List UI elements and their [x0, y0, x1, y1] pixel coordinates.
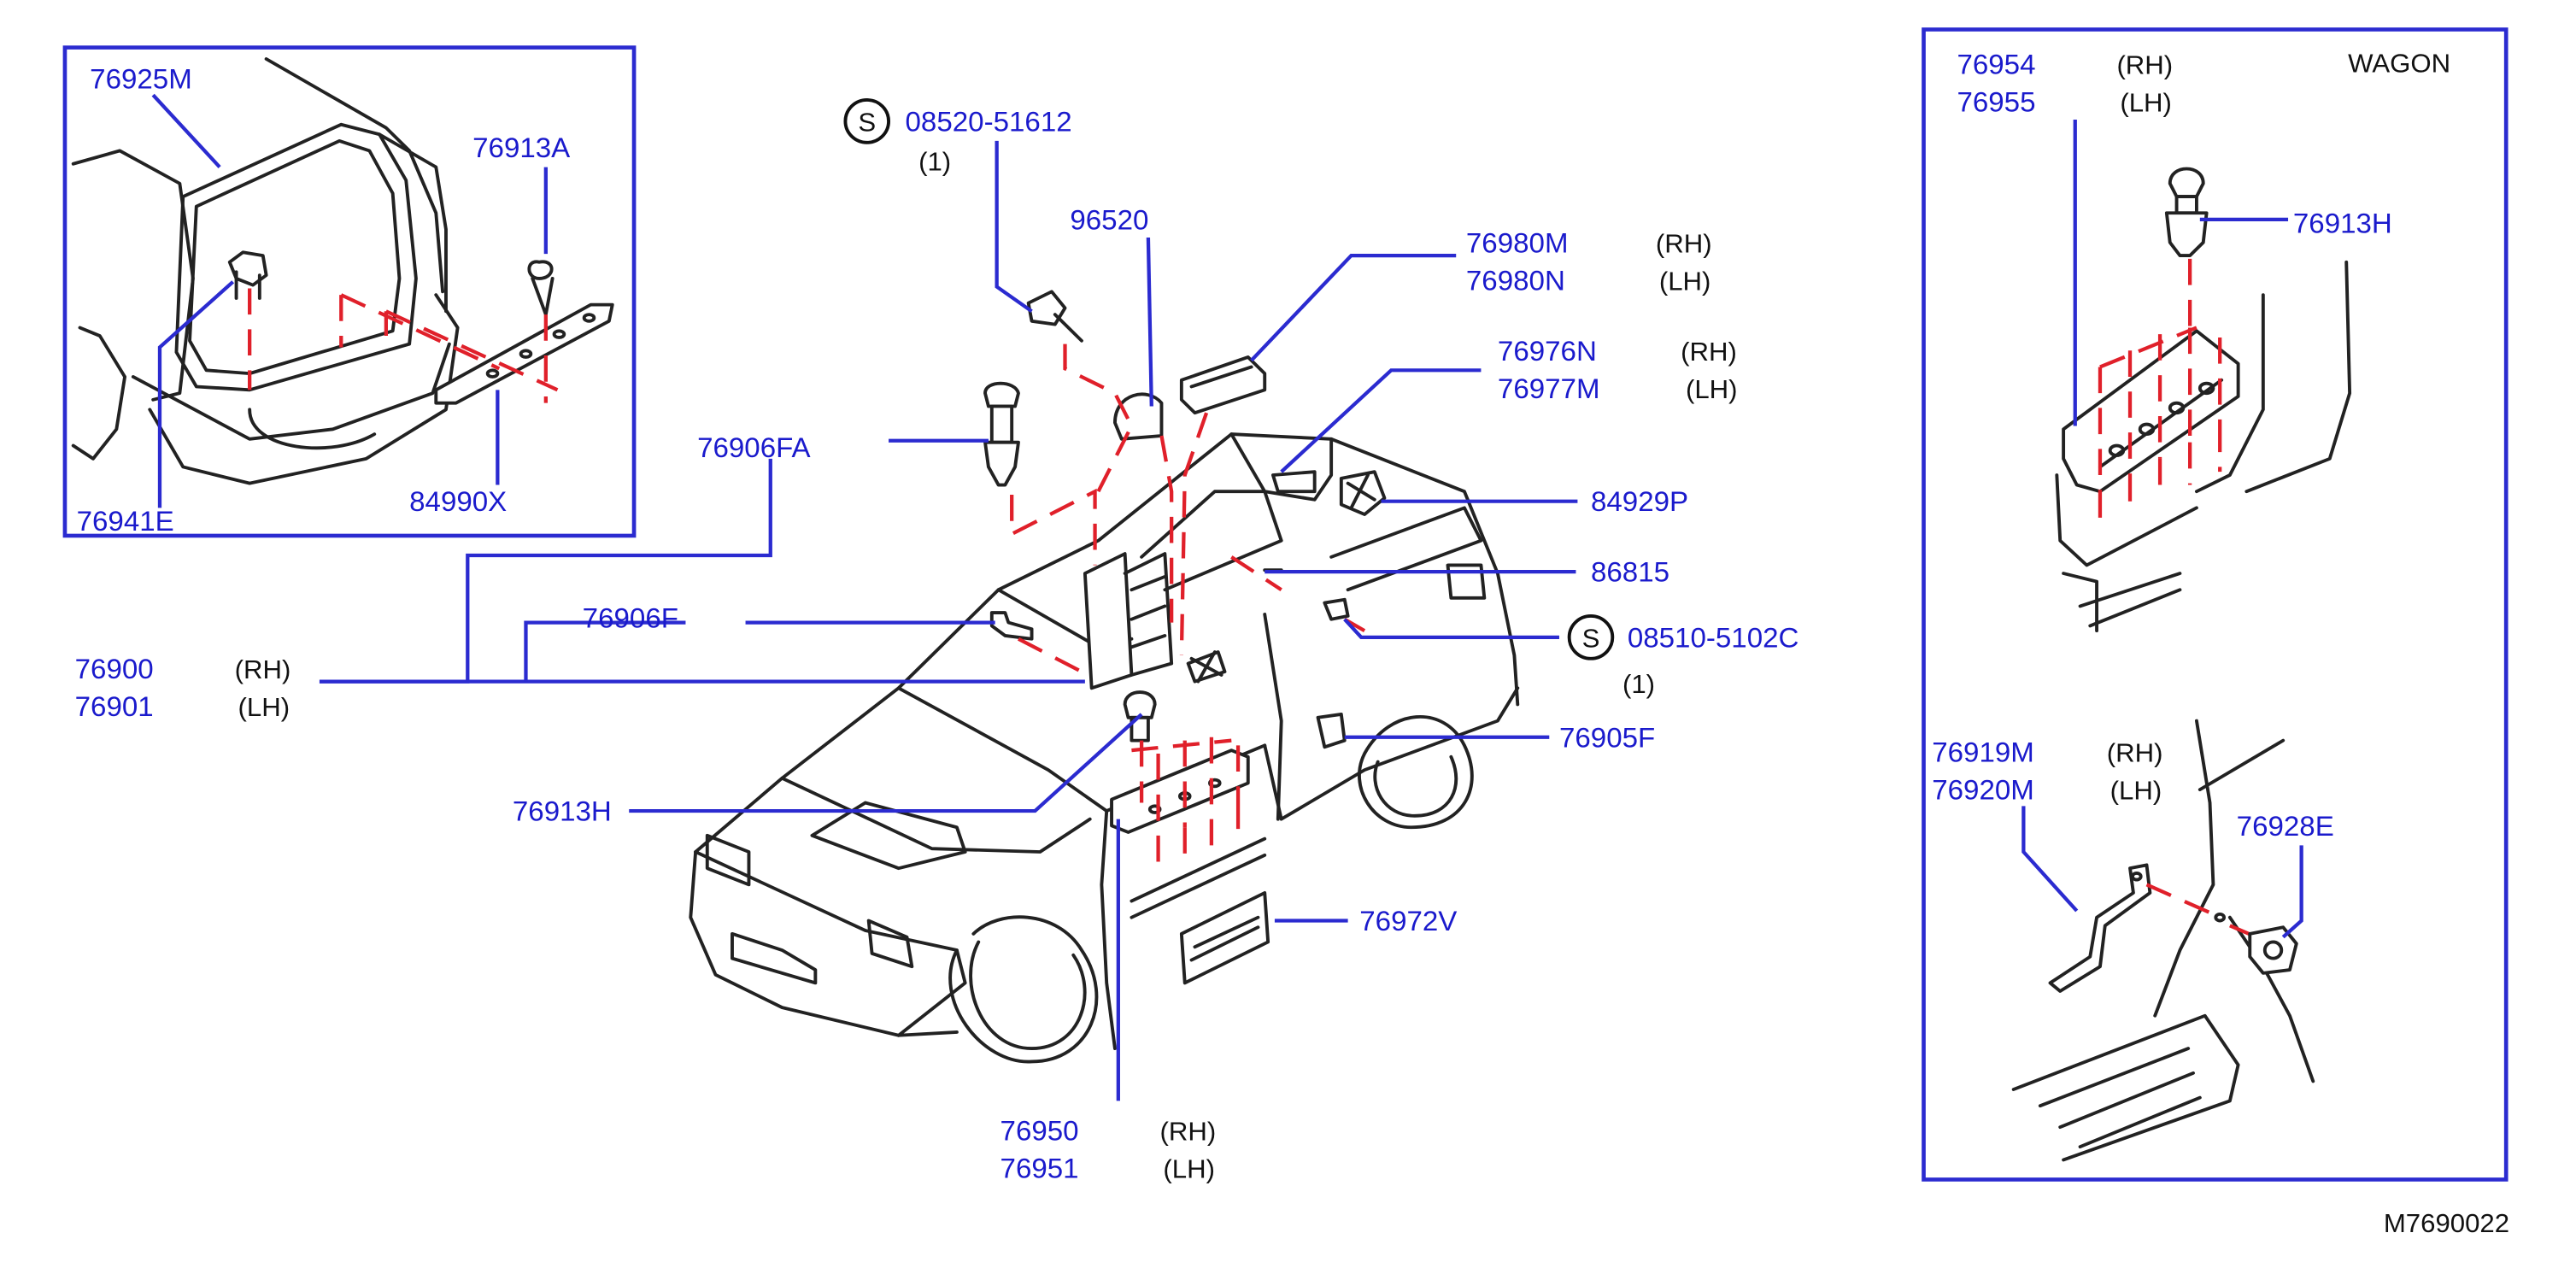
- vehicle-illustration: [689, 290, 1520, 1064]
- side-76976N: (RH): [1681, 337, 1737, 367]
- part-number-76976N: 76976N: [1498, 335, 1597, 367]
- part-number-86815: 86815: [1591, 556, 1669, 588]
- part-number-76951: 76951: [1000, 1153, 1079, 1184]
- part-number-08510-5102C: 08510-5102C: [1628, 622, 1799, 654]
- standard-symbol-text: S: [1582, 624, 1600, 654]
- part-number-76901: 76901: [75, 690, 154, 722]
- side-76900: (RH): [235, 655, 291, 684]
- part-number-76972V: 76972V: [1359, 905, 1457, 936]
- part-number-76955: 76955: [1957, 86, 2035, 118]
- part-number-84990X: 84990X: [409, 485, 507, 517]
- part-number-76913H-wagon: 76913H: [2293, 207, 2392, 238]
- part-number-84929P: 84929P: [1591, 485, 1688, 517]
- side-76951: (LH): [1163, 1154, 1215, 1184]
- part-number-76919M: 76919M: [1932, 737, 2034, 768]
- standard-part-symbol-2: S: [1567, 613, 1615, 660]
- wagon-step-illustration: [2011, 167, 2352, 1162]
- rear-opening-illustration: [71, 57, 614, 485]
- leader-lines: [151, 93, 2303, 1101]
- diagram-id: M7690022: [2384, 1208, 2509, 1238]
- part-number-76900: 76900: [75, 653, 154, 684]
- part-number-76905F: 76905F: [1559, 722, 1655, 754]
- part-number-76906F: 76906F: [583, 602, 678, 634]
- part-number-76925M: 76925M: [90, 63, 192, 95]
- inset-box-rear: [62, 45, 637, 538]
- part-number-76980N: 76980N: [1466, 265, 1565, 296]
- part-number-76954: 76954: [1957, 49, 2035, 80]
- variant-label-wagon: WAGON: [2348, 49, 2450, 79]
- part-number-76913A: 76913A: [472, 132, 570, 163]
- part-number-76977M: 76977M: [1498, 373, 1600, 404]
- part-number-76950: 76950: [1000, 1115, 1079, 1147]
- part-number-76980M: 76980M: [1466, 227, 1569, 259]
- standard-part-symbol-1: S: [843, 98, 891, 144]
- side-76980M: (RH): [1656, 228, 1712, 258]
- side-76920M: (LH): [2110, 776, 2162, 806]
- part-number-76941E: 76941E: [77, 505, 174, 537]
- side-76950: (RH): [1160, 1117, 1217, 1147]
- side-76980N: (LH): [1659, 267, 1711, 296]
- side-76977M: (LH): [1686, 374, 1738, 404]
- inset-box-wagon: [1922, 27, 2509, 1182]
- part-number-96520: 96520: [1070, 204, 1148, 236]
- part-number-76906FA: 76906FA: [697, 431, 811, 463]
- side-76954: (RH): [2116, 50, 2173, 79]
- part-number-76928E: 76928E: [2237, 810, 2334, 842]
- quantity-08520-51612: (1): [918, 147, 951, 177]
- side-76901: (LH): [238, 692, 290, 722]
- part-number-76920M: 76920M: [1932, 774, 2034, 806]
- standard-symbol-text: S: [858, 108, 876, 138]
- side-76955: (LH): [2120, 88, 2172, 118]
- part-number-08520-51612: 08520-51612: [906, 106, 1072, 138]
- part-number-76913H: 76913H: [513, 795, 612, 827]
- side-76919M: (RH): [2107, 738, 2163, 768]
- quantity-08510-5102C: (1): [1622, 669, 1655, 699]
